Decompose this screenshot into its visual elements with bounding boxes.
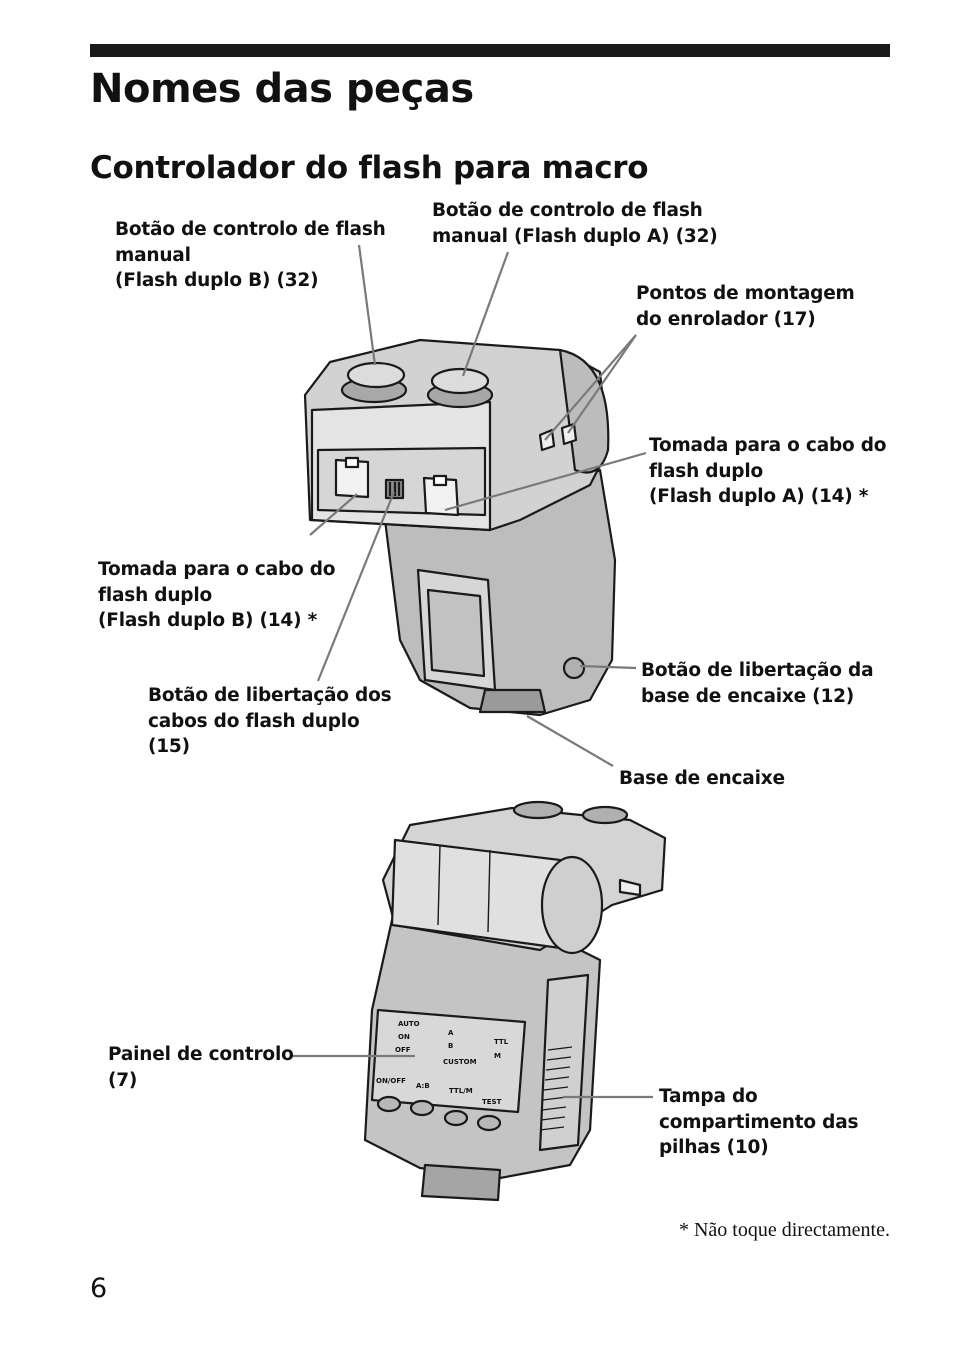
label-dial-b: Botão de controlo de flash manual (Flash…: [115, 219, 386, 291]
label-dial-a: Botão de controlo de flash manual (Flash…: [432, 200, 718, 247]
label-control-panel: Painel de controlo (7): [108, 1044, 294, 1091]
label-battery-cover: Tampa do compartimento das pilhas (10): [659, 1086, 859, 1158]
label-mount-points: Pontos de montagem do enrolador (17): [636, 283, 855, 330]
page-number: 6: [90, 1273, 108, 1304]
footnote: * Não toque directamente.: [678, 1219, 890, 1241]
page-title: Nomes das peças: [90, 66, 474, 112]
label-socket-b: Tomada para o cabo do flash duplo (Flash…: [98, 559, 336, 631]
section-title: Controlador do flash para macro: [90, 150, 649, 186]
label-release-cables: Botão de libertação dos cabos do flash d…: [148, 685, 392, 757]
label-release-foot: Botão de libertação da base de encaixe (…: [641, 660, 874, 707]
label-socket-a: Tomada para o cabo do flash duplo (Flash…: [649, 435, 887, 507]
label-foot: Base de encaixe: [619, 768, 785, 789]
header-rule: [90, 44, 890, 57]
